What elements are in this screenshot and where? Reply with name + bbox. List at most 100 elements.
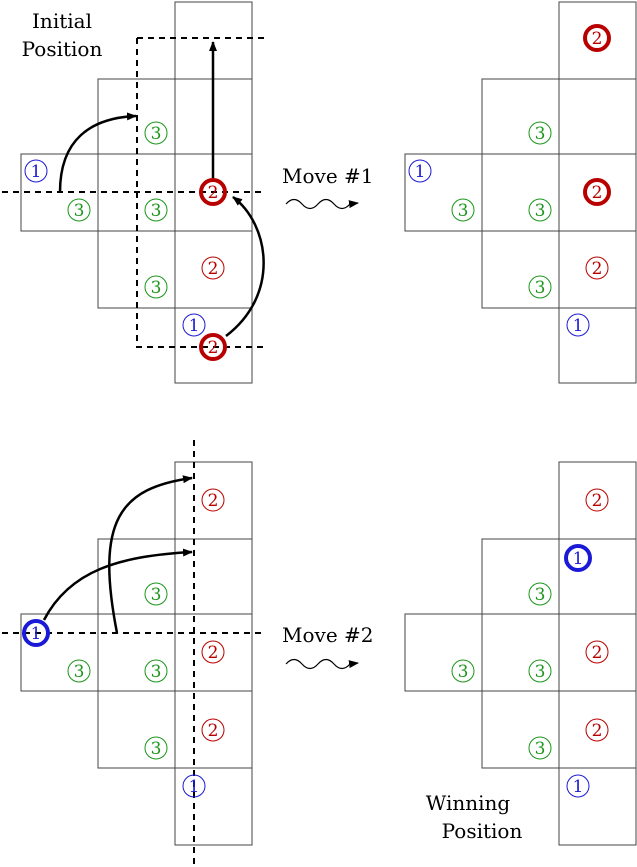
- move-arrows: [42, 475, 193, 634]
- piece-ring: [144, 275, 168, 299]
- move-arrows: [58, 41, 265, 337]
- panel-winning: 2 1 3 3 3 2 2 3 1 Winning Position: [404, 461, 637, 846]
- piece-label: 1: [189, 316, 200, 336]
- piece-label: 1: [31, 624, 42, 644]
- piece: 3: [528, 659, 552, 683]
- piece-label: 3: [535, 662, 546, 682]
- piece: 2: [201, 256, 225, 280]
- piece-label: 2: [208, 259, 219, 279]
- piece-label: 2: [592, 183, 603, 203]
- piece-label: 3: [535, 278, 546, 298]
- piece-ring: [201, 488, 225, 512]
- piece-ring: [144, 736, 168, 760]
- piece-ring: [451, 659, 475, 683]
- piece-ring: [67, 659, 91, 683]
- piece-ring: [144, 659, 168, 683]
- piece-label: 2: [208, 338, 219, 358]
- piece-label: 3: [151, 585, 162, 605]
- piece-label: 1: [573, 549, 584, 569]
- piece-label: 1: [573, 316, 584, 336]
- piece-label: 2: [208, 183, 219, 203]
- piece-label: 1: [573, 777, 584, 797]
- piece-ring: [67, 198, 91, 222]
- board-grid: [404, 461, 637, 846]
- piece-label: 3: [151, 662, 162, 682]
- piece: 1: [566, 774, 590, 798]
- piece-ring: [201, 640, 225, 664]
- piece-label: 3: [535, 201, 546, 221]
- piece-ring: [408, 159, 432, 183]
- piece-ring: [528, 582, 552, 606]
- squiggle-arrow: [285, 658, 359, 670]
- piece-label: 3: [535, 585, 546, 605]
- piece: 3: [528, 121, 552, 145]
- piece-ring: [144, 582, 168, 606]
- piece-ring: [585, 488, 609, 512]
- piece: 1: [408, 159, 432, 183]
- piece-label: 1: [415, 162, 426, 182]
- piece-label: 2: [592, 29, 603, 49]
- piece: 3: [67, 659, 91, 683]
- board-grid: [20, 461, 253, 846]
- piece-ring: [201, 256, 225, 280]
- pieces: 1 3 3 3 2 3 2 1 2: [24, 121, 227, 361]
- piece-ring: [201, 718, 225, 742]
- panel-initial: 1 3 3 3 2 3 2 1 2 Initial Position: [2, 1, 265, 384]
- piece-label: 2: [592, 721, 603, 741]
- piece-ring: [528, 659, 552, 683]
- piece-ring: [564, 544, 592, 572]
- piece-ring: [22, 619, 50, 647]
- piece-ring: [528, 198, 552, 222]
- piece-label: 3: [74, 201, 85, 221]
- piece-ring: [528, 736, 552, 760]
- piece: 3: [144, 736, 168, 760]
- piece-ring: [182, 313, 206, 337]
- winning-position-label-line2: Position: [442, 819, 523, 843]
- piece: 1: [182, 774, 206, 798]
- piece-ring: [199, 333, 227, 361]
- move2-label: Move #2: [282, 623, 374, 647]
- piece: 2: [585, 488, 609, 512]
- piece-label: 1: [189, 777, 200, 797]
- piece-label: 3: [151, 201, 162, 221]
- piece-ring: [585, 640, 609, 664]
- initial-position-label-line2: Position: [22, 37, 103, 61]
- piece: 1: [566, 313, 590, 337]
- piece: 3: [451, 659, 475, 683]
- piece: 3: [144, 582, 168, 606]
- piece-label: 3: [151, 739, 162, 759]
- piece: 1: [182, 313, 206, 337]
- piece-label: 2: [592, 259, 603, 279]
- piece-ring: [585, 256, 609, 280]
- piece-ring: [24, 159, 48, 183]
- move1-label: Move #1: [282, 164, 374, 188]
- piece: 3: [451, 198, 475, 222]
- piece-label: 2: [208, 643, 219, 663]
- piece: 3: [144, 275, 168, 299]
- piece: 1: [22, 619, 50, 647]
- piece-label: 2: [592, 491, 603, 511]
- piece-ring: [585, 718, 609, 742]
- piece: 2: [583, 24, 611, 52]
- piece: 2: [201, 488, 225, 512]
- piece-ring: [583, 24, 611, 52]
- piece: 3: [528, 736, 552, 760]
- piece: 2: [585, 256, 609, 280]
- winning-position-label-line1: Winning: [426, 791, 511, 815]
- piece: 1: [24, 159, 48, 183]
- piece-ring: [199, 178, 227, 206]
- piece-label: 3: [151, 278, 162, 298]
- piece-ring: [528, 275, 552, 299]
- piece: 2: [201, 640, 225, 664]
- piece-ring: [451, 198, 475, 222]
- piece-ring: [144, 198, 168, 222]
- piece-label: 2: [208, 491, 219, 511]
- piece: 2: [585, 718, 609, 742]
- piece: 2: [583, 178, 611, 206]
- piece: 3: [67, 198, 91, 222]
- piece: 2: [199, 333, 227, 361]
- piece-label: 3: [151, 124, 162, 144]
- piece-label: 2: [592, 643, 603, 663]
- piece: 3: [528, 198, 552, 222]
